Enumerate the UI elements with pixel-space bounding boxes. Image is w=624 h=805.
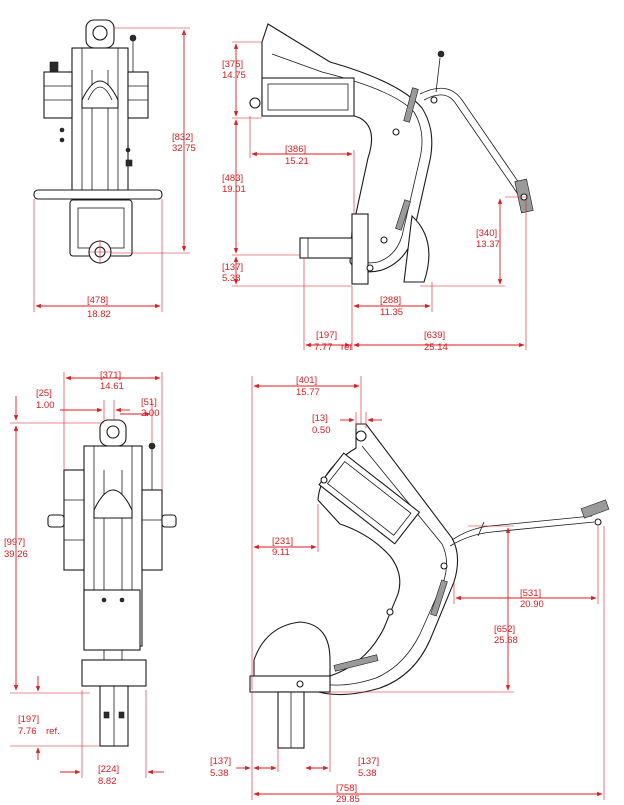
dim-197-note: ref <box>341 342 352 353</box>
dim-137a-mm: [137] <box>210 756 231 767</box>
dim-137-mm: [137] <box>222 262 243 273</box>
dim-197b-mm: [197] <box>18 714 39 725</box>
side-view-top <box>249 23 534 285</box>
dim-386-mm: [386] <box>285 144 306 155</box>
dim-197b-note: ref. <box>46 726 60 737</box>
dim-531-mm: [531] <box>520 588 541 599</box>
dim-401-in: 15.77 <box>296 387 320 398</box>
side-bottom-dimensions: [401] 15.77 [13] 0.50 [231] 9.11 [531] 2… <box>210 375 605 805</box>
dim-652-mm: [652] <box>494 624 515 635</box>
dim-340-in: 13.37 <box>476 239 500 250</box>
dim-375-in: 14.75 <box>222 70 246 81</box>
dim-51-in: 2.00 <box>141 408 160 419</box>
front-view-bottom <box>47 419 177 747</box>
dim-137-in: 5.38 <box>222 273 241 284</box>
dim-483-in: 19.01 <box>222 184 246 195</box>
dim-197b-in: 7.76 <box>18 726 37 737</box>
dim-375-mm: [375] <box>222 59 243 70</box>
dim-997-mm: [997] <box>4 537 25 548</box>
dim-231-in: 9.11 <box>272 547 290 558</box>
dim-288-mm: [288] <box>380 295 401 306</box>
dim-639-in: 25.14 <box>424 342 448 353</box>
front-bottom-dimensions: [371] 14.61 [25] 1.00 [51] 2.00 [997] 39… <box>4 370 164 787</box>
dim-401-mm: [401] <box>296 375 317 386</box>
front-view-top <box>33 19 163 264</box>
dim-137b-in: 5.38 <box>358 768 377 779</box>
dim-758-mm: [758] <box>336 783 357 794</box>
dim-386-in: 15.21 <box>285 156 309 167</box>
dim-13-in: 0.50 <box>312 425 331 436</box>
dim-639-mm: [639] <box>424 330 445 341</box>
dim-531-in: 20.90 <box>520 599 544 610</box>
dim-224-mm: [224] <box>98 764 119 775</box>
dim-340-mm: [340] <box>476 228 497 239</box>
dim-25-in: 1.00 <box>36 400 55 411</box>
side-top-dimensions: [375] 14.75 [483] 19.01 [386] 15.21 [137… <box>222 41 527 353</box>
dim-224-in: 8.82 <box>98 776 117 787</box>
dim-197-in: 7.77 <box>314 342 333 353</box>
dim-652-in: 25.68 <box>494 635 518 646</box>
dim-width-mm: [478] <box>87 295 108 306</box>
dim-997-in: 39.26 <box>4 549 28 560</box>
dim-371-mm: [371] <box>100 370 121 381</box>
dim-width-in: 18.82 <box>87 309 111 320</box>
dim-51-mm: [51] <box>141 397 157 408</box>
dim-288-in: 11.35 <box>380 307 403 318</box>
front-top-dimensions: [832] 32.75 [478] 18.82 <box>33 27 196 320</box>
dim-137a-in: 5.38 <box>210 768 229 779</box>
dim-483-mm: [483] <box>222 173 243 184</box>
side-view-bottom <box>249 423 610 749</box>
dim-371-in: 14.61 <box>100 381 124 392</box>
dim-height-mm: [832] <box>172 132 193 143</box>
dim-25-mm: [25] <box>36 388 52 399</box>
dim-231-mm: [231] <box>272 536 293 547</box>
dim-758-in: 29.85 <box>336 794 360 805</box>
dim-13-mm: [13] <box>312 413 328 424</box>
dim-137b-mm: [137] <box>358 756 379 767</box>
dim-height-in: 32.75 <box>172 143 196 154</box>
dim-197-mm: [197] <box>316 330 337 341</box>
